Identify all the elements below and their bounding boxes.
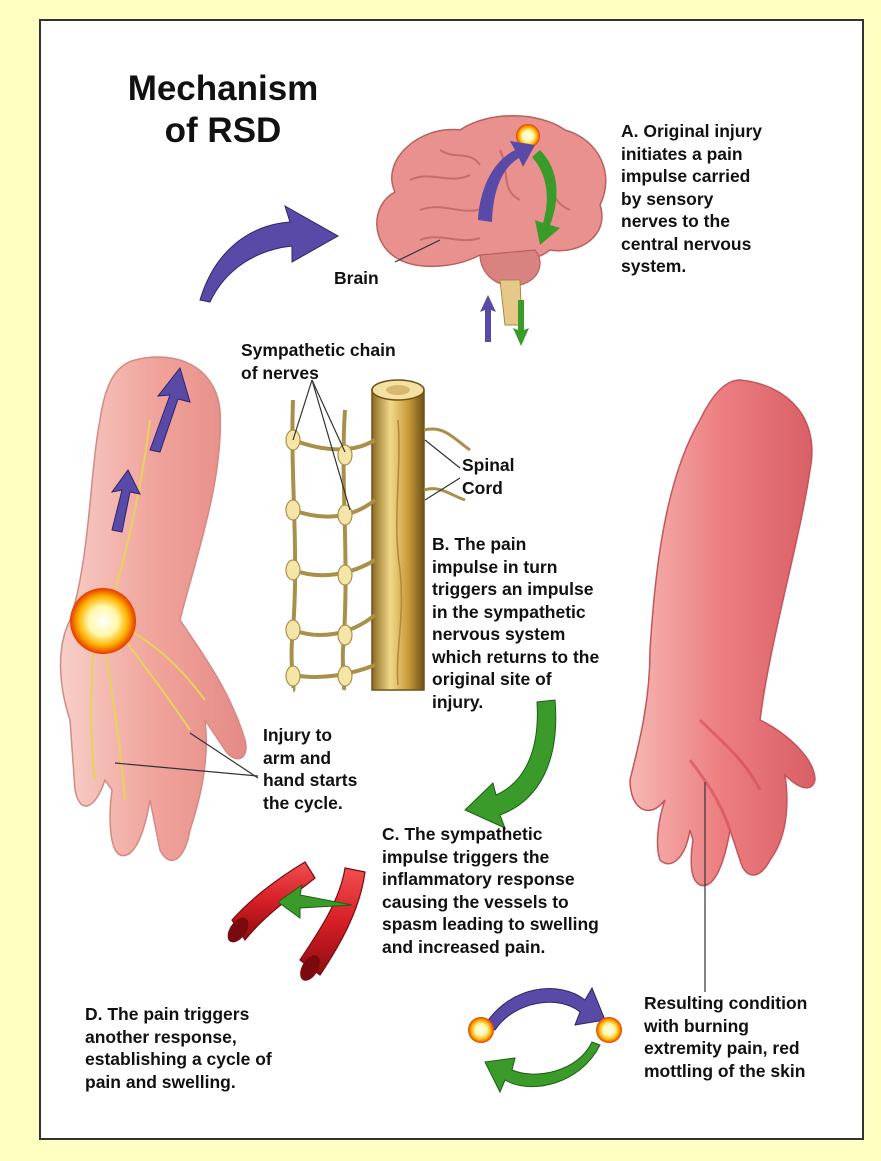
injury-label: Injury to arm and hand starts the cycle. — [263, 724, 393, 814]
step-d-text: D. The pain triggers another response, e… — [85, 1003, 345, 1093]
step-b-text: B. The pain impulse in turn triggers an … — [432, 533, 672, 713]
resulting-condition-label: Resulting condition with burning extremi… — [644, 992, 859, 1082]
afferent-arrow-to-brain — [200, 206, 338, 302]
blood-vessel-illustration — [223, 862, 365, 984]
sympathetic-chain-label: Sympathetic chain of nerves — [241, 339, 471, 384]
efferent-arrow-to-vessels — [465, 700, 556, 828]
pain-cycle-illustration — [468, 988, 622, 1092]
step-c-text: C. The sympathetic impulse triggers the … — [382, 823, 667, 958]
brain-label: Brain — [334, 267, 379, 290]
injured-arm-illustration — [61, 357, 246, 860]
diagram-title: Mechanism of RSD — [108, 68, 338, 152]
spinal-cord-illustration — [372, 380, 424, 690]
injury-site-glow — [70, 588, 136, 654]
step-a-text: A. Original injury initiates a pain impu… — [621, 120, 861, 278]
spinal-cord-label: Spinal Cord — [462, 454, 515, 499]
ascending-spinal-arrow — [480, 295, 496, 342]
